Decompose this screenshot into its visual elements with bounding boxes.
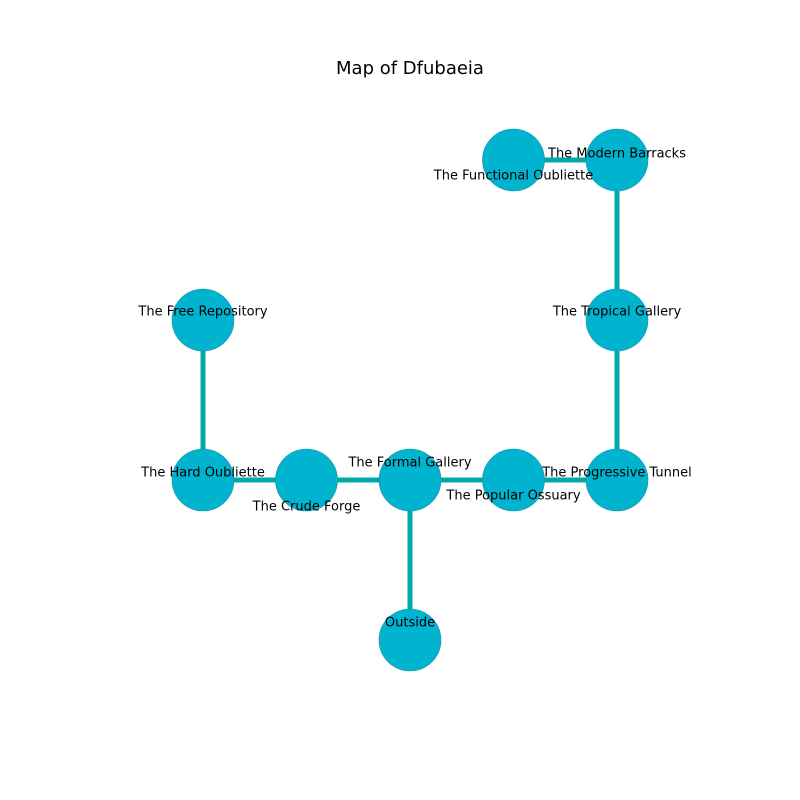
label-layer: The Functional Oubliette The Modern Barra… [137,147,691,631]
node-layer [171,128,649,672]
node-formal_gallery [378,448,442,512]
node-functional_oubliette [482,128,545,192]
node-hard_oubliette [171,448,235,512]
node-label-hard_oubliette: The Hard Oubliette [140,466,265,481]
node-label-outside: Outside [385,616,435,631]
node-label-tropical_gallery: The Tropical Gallery [552,305,682,320]
node-modern_barracks [585,128,649,192]
node-label-functional_oubliette: The Functional Oubliette [433,169,593,184]
node-popular_ossuary [482,448,545,512]
node-label-free_repository: The Free Repository [137,305,267,320]
node-label-formal_gallery: The Formal Gallery [347,456,471,471]
node-crude_forge [275,448,338,512]
node-progressive_tunnel [585,448,649,512]
node-label-modern_barracks: The Modern Barracks [547,147,686,162]
node-label-popular_ossuary: The Popular Ossuary [445,489,581,504]
node-free_repository [171,288,235,352]
edge-layer [200,157,620,640]
node-outside [378,608,442,672]
node-label-progressive_tunnel: The Progressive Tunnel [541,466,692,481]
node-label-crude_forge: The Crude Forge [252,500,361,515]
map-title: Map of Dfubaeia [336,58,484,79]
node-tropical_gallery [585,288,649,352]
